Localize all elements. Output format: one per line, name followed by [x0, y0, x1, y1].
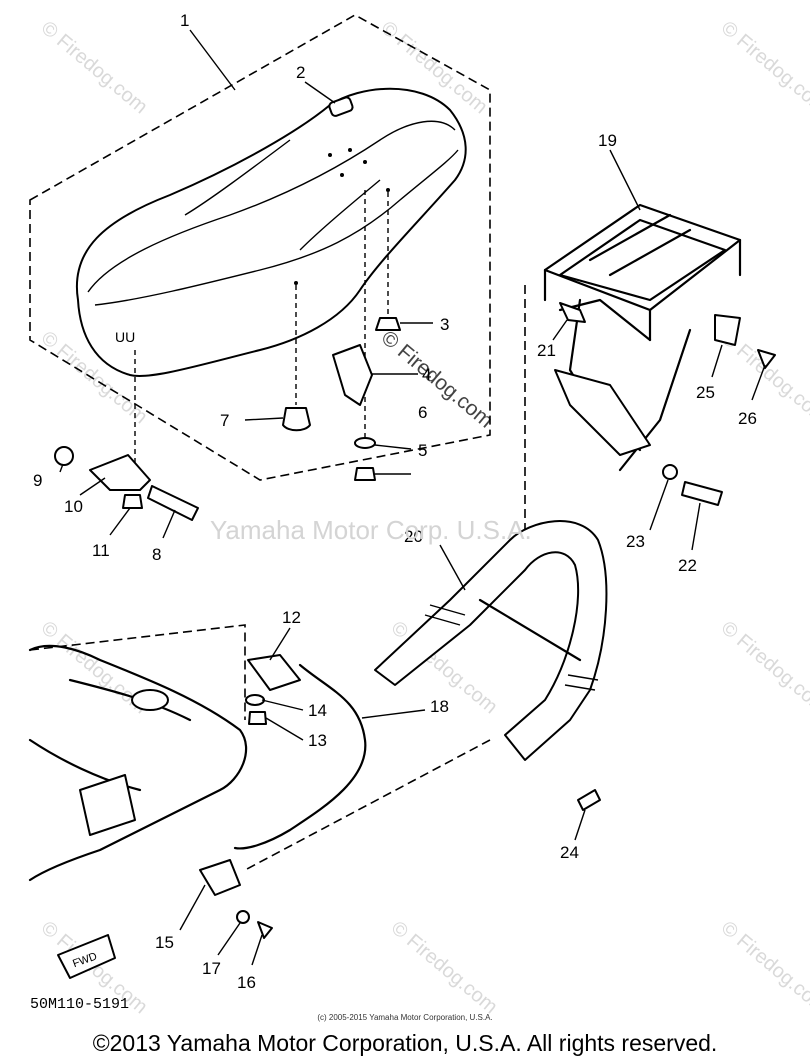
seat-hook	[328, 96, 354, 117]
part-number: 22	[678, 556, 697, 575]
part-number: 26	[738, 409, 757, 428]
part-number: 14	[308, 701, 327, 720]
bolt-21	[559, 302, 586, 323]
watermark-text: © Firedog.com	[37, 17, 152, 118]
part-number: 23	[626, 532, 645, 551]
part-number: 2	[296, 63, 305, 82]
part-number: 4	[422, 365, 431, 384]
nut-11	[122, 494, 143, 509]
part-number: 25	[696, 383, 715, 402]
leader-dash	[244, 739, 491, 871]
seat-group-outline	[29, 14, 491, 481]
bracket-25	[714, 314, 741, 346]
part-number: 16	[237, 973, 256, 992]
watermark-text: © Firedog.com	[717, 17, 810, 118]
small-copyright: (c) 2005-2015 Yamaha Motor Corporation, …	[317, 1013, 493, 1022]
seat-hardware	[54, 190, 401, 521]
bolt-22	[681, 481, 723, 506]
part-number: 19	[598, 131, 617, 150]
nut-3	[375, 317, 401, 331]
part-number: 10	[64, 497, 83, 516]
part-number: 21	[537, 341, 556, 360]
part-number: 6	[418, 403, 427, 422]
watermark-text: © Firedog.com	[717, 917, 810, 1018]
bolt-24	[577, 789, 601, 811]
bracket-10	[89, 454, 151, 491]
nut-9	[54, 446, 74, 466]
washer-14	[245, 694, 265, 706]
part-number: 9	[33, 471, 42, 490]
part-number: 11	[92, 541, 110, 560]
part-number: 20	[404, 527, 423, 546]
part-number: 12	[282, 608, 301, 627]
part-number: 8	[152, 545, 161, 564]
washer-17	[236, 910, 250, 924]
watermark-text: © Firedog.com	[387, 917, 502, 1018]
part-number: 18	[430, 697, 449, 716]
part-number-labels: 1 2 3 4 5 6 7 8 9 10 11 12 13 14 15 16 1…	[33, 11, 757, 992]
cable-18	[233, 663, 367, 850]
center-watermark: Yamaha Motor Corp. U.S.A.	[210, 515, 532, 545]
diagram-code: 50M110-5191	[30, 996, 130, 1013]
seat: UU	[75, 87, 467, 377]
part-number: 24	[560, 843, 579, 862]
part-number: 15	[155, 933, 174, 952]
frame-section: FWD	[28, 624, 367, 979]
part-number: 1	[180, 11, 189, 30]
lock-15	[199, 859, 241, 896]
seat-mark: UU	[115, 329, 135, 345]
grab-bar	[374, 520, 608, 761]
bolt-5	[354, 467, 376, 481]
fwd-arrow	[57, 934, 116, 979]
bracket-4	[332, 344, 373, 406]
washer-6	[354, 437, 376, 449]
watermark-text-dark: © Firedog.com	[377, 326, 498, 432]
part-number: 3	[440, 315, 449, 334]
carrier-rack	[543, 203, 742, 472]
bolt-26	[757, 349, 776, 369]
bolt-13	[248, 711, 267, 725]
callout-leaders	[59, 29, 766, 966]
part-number: 7	[220, 411, 229, 430]
bolt-16	[257, 921, 273, 939]
part-number: 5	[418, 441, 427, 460]
washer-23	[662, 464, 678, 480]
part-number: 13	[308, 731, 327, 750]
damper-7	[282, 407, 311, 432]
bracket-12	[247, 654, 301, 691]
watermark-text: © Firedog.com	[717, 617, 810, 718]
copyright-notice: ©2013 Yamaha Motor Corporation, U.S.A. A…	[92, 1030, 718, 1056]
part-number: 17	[202, 959, 221, 978]
bolt-8	[147, 485, 199, 521]
